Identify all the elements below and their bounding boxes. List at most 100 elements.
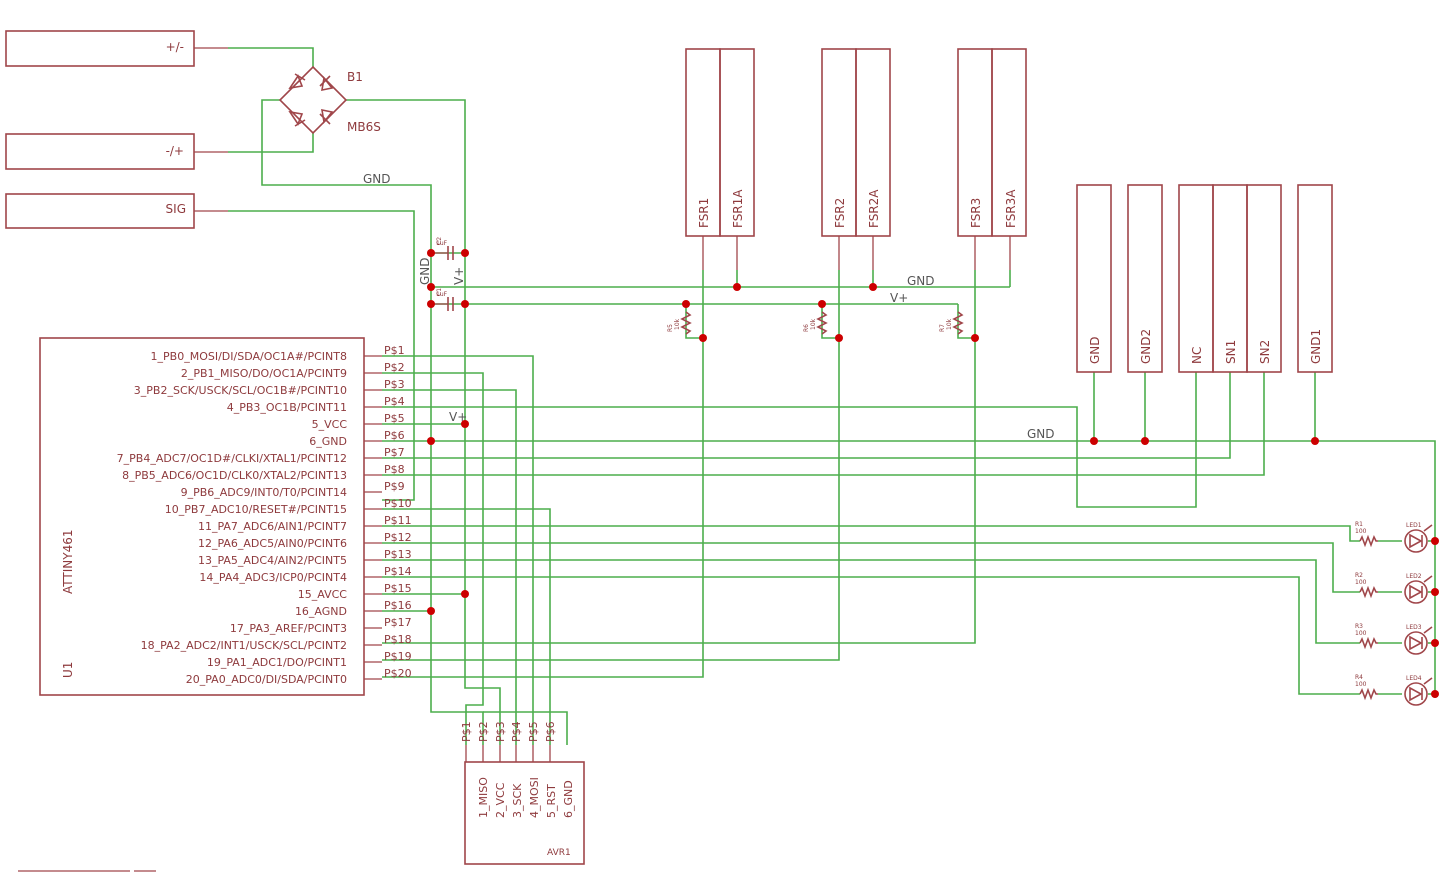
wire-minusplus: [228, 133, 314, 153]
mcu-pin-pad: P$1: [384, 344, 405, 357]
isp-pin-pad: P$5: [527, 721, 540, 742]
led-body: [1404, 529, 1428, 553]
isp-pin-pad: P$1: [460, 721, 473, 742]
mcu-pin-pad: P$18: [384, 633, 412, 646]
connector-label: GND2: [1139, 329, 1153, 364]
wire-fsr2: [382, 270, 840, 661]
wire-pin7: [382, 372, 1231, 459]
terminal-minusplus[interactable]: -/+: [5, 133, 228, 170]
connector-label: NC: [1190, 347, 1204, 364]
mcu-pin-name: 19_PA1_ADC1/DO/PCINT1: [207, 656, 347, 669]
mcu-pin-name: 13_PA5_ADC4/AIN2/PCINT5: [198, 554, 347, 567]
wire-fsr3: [382, 270, 976, 644]
connector-gnd2[interactable]: GND2: [1127, 184, 1163, 373]
capacitor-c1[interactable]: C1 1uF: [431, 288, 454, 311]
resistor-r5[interactable]: R5 10k: [667, 311, 692, 335]
junction-dot: [818, 300, 826, 308]
mcu-pin-name: 16_AGND: [295, 605, 347, 618]
wire-isp-gnd: [483, 711, 568, 745]
net-label-gnd: GND: [1027, 427, 1055, 441]
fsr3-connector[interactable]: FSR3 FSR3A: [957, 48, 1027, 270]
junction-dot: [682, 300, 690, 308]
wire-r6: [821, 304, 839, 339]
fsr-pin-label: FSR1A: [731, 189, 745, 228]
wire-pin12: [382, 542, 1360, 593]
led-arrow: [1423, 524, 1433, 532]
junctions: [427, 249, 1439, 698]
resistor-name: R6: [803, 324, 810, 332]
mcu-pin-name: 18_PA2_ADC2/INT1/USCK/SCL/PCINT2: [141, 639, 347, 652]
led-diode: [1409, 686, 1423, 702]
wire-pin1: [382, 355, 534, 745]
capacitor-c2[interactable]: C2 1uF: [431, 237, 454, 260]
led-resistor-value: 100: [1355, 630, 1367, 637]
wire-pin2: [382, 372, 484, 745]
mcu-pin-pad: P$15: [384, 582, 412, 595]
isp-pin-name: 6_GND: [562, 780, 575, 818]
mcu-pin-name: 12_PA6_ADC5/AIN0/PCINT6: [198, 537, 347, 550]
mcu-pin-name: 4_PB3_OC1B/PCINT11: [227, 401, 347, 414]
junction-dot: [699, 334, 707, 342]
isp-pin-name: 2_VCC: [494, 782, 507, 818]
bridge-rectifier[interactable]: B1 MB6S: [278, 65, 381, 135]
fsr-pin-label: FSR2: [833, 198, 847, 228]
isp-name: AVR1: [547, 848, 571, 858]
junction-dot: [427, 249, 435, 257]
resistor-r6[interactable]: R6 10k: [803, 311, 828, 335]
junction-dot: [1141, 437, 1149, 445]
mcu-pin-name: 14_PA4_ADC3/ICP0/PCINT4: [199, 571, 347, 584]
isp-pin-name: 3_SCK: [511, 783, 524, 818]
net-label-gnd: GND: [907, 274, 935, 288]
led-resistor-name: R2: [1355, 572, 1363, 579]
mcu-pin-name: 15_AVCC: [298, 588, 348, 601]
terminal-label: SIG: [166, 202, 186, 216]
mcu-pin-pad: P$20: [384, 667, 412, 680]
junction-dot: [427, 607, 435, 615]
mcu-pin-name: 10_PB7_ADC10/RESET#/PCINT15: [165, 503, 347, 516]
connector-gnd[interactable]: GND: [1076, 184, 1112, 373]
fsr2-connector[interactable]: FSR2 FSR2A: [821, 48, 891, 270]
junction-dot: [427, 437, 435, 445]
mcu-attiny461[interactable]: ATTINY461 U1 1_PB0_MOSI/DI/SDA/OC1A#/PCI…: [39, 337, 412, 696]
led-resistor-name: R1: [1355, 521, 1363, 528]
resistor-value: 10k: [946, 318, 953, 330]
mcu-pin-name: 20_PA0_ADC0/DI/SDA/PCINT0: [186, 673, 347, 686]
led-resistor: [1359, 534, 1378, 548]
resistor-r7[interactable]: R7 10k: [939, 311, 964, 335]
mcu-pin-name: 2_PB1_MISO/DO/OC1A/PCINT9: [181, 367, 347, 380]
wire-pin14: [382, 576, 1360, 695]
led-arrow: [1423, 626, 1433, 634]
fsr1-connector[interactable]: FSR1 FSR1A: [685, 48, 755, 270]
net-label-vplus: V+: [890, 291, 908, 305]
wire-pin6-gnd: [382, 440, 1436, 698]
mcu-pin-name: 3_PB2_SCK/USCK/SCL/OC1B#/PCINT10: [134, 384, 347, 397]
junction-dot: [461, 300, 469, 308]
cap-name: C2: [436, 237, 443, 245]
wire-r5: [685, 304, 703, 339]
mcu-value: ATTINY461: [61, 530, 75, 594]
connector-label: SN1: [1224, 340, 1238, 364]
junction-dot: [1431, 690, 1439, 698]
cap-name: C1: [436, 288, 443, 296]
terminal-sig[interactable]: SIG: [5, 193, 228, 229]
led-resistor-value: 100: [1355, 579, 1367, 586]
terminal-plusminus[interactable]: +/-: [5, 30, 228, 67]
connector-gnd1[interactable]: GND1: [1297, 184, 1333, 373]
bridge-value: MB6S: [347, 120, 381, 134]
isp-pin-pad: P$2: [477, 721, 490, 742]
led-resistor-name: R3: [1355, 623, 1363, 630]
isp-pin-pad: P$3: [494, 721, 507, 742]
junction-dot: [461, 420, 469, 428]
mcu-pin-name: 11_PA7_ADC6/AIN1/PCINT7: [198, 520, 347, 533]
isp-header-avr1[interactable]: P$11_MISOP$22_VCCP$33_SCKP$44_MOSIP$55_R…: [460, 721, 585, 865]
isp-pin-name: 1_MISO: [477, 777, 490, 818]
mcu-pin-name: 5_VCC: [312, 418, 348, 431]
mcu-pin-pad: P$9: [384, 480, 405, 493]
connector-sensor[interactable]: NC SN1 SN2: [1178, 184, 1282, 373]
junction-dot: [869, 283, 877, 291]
